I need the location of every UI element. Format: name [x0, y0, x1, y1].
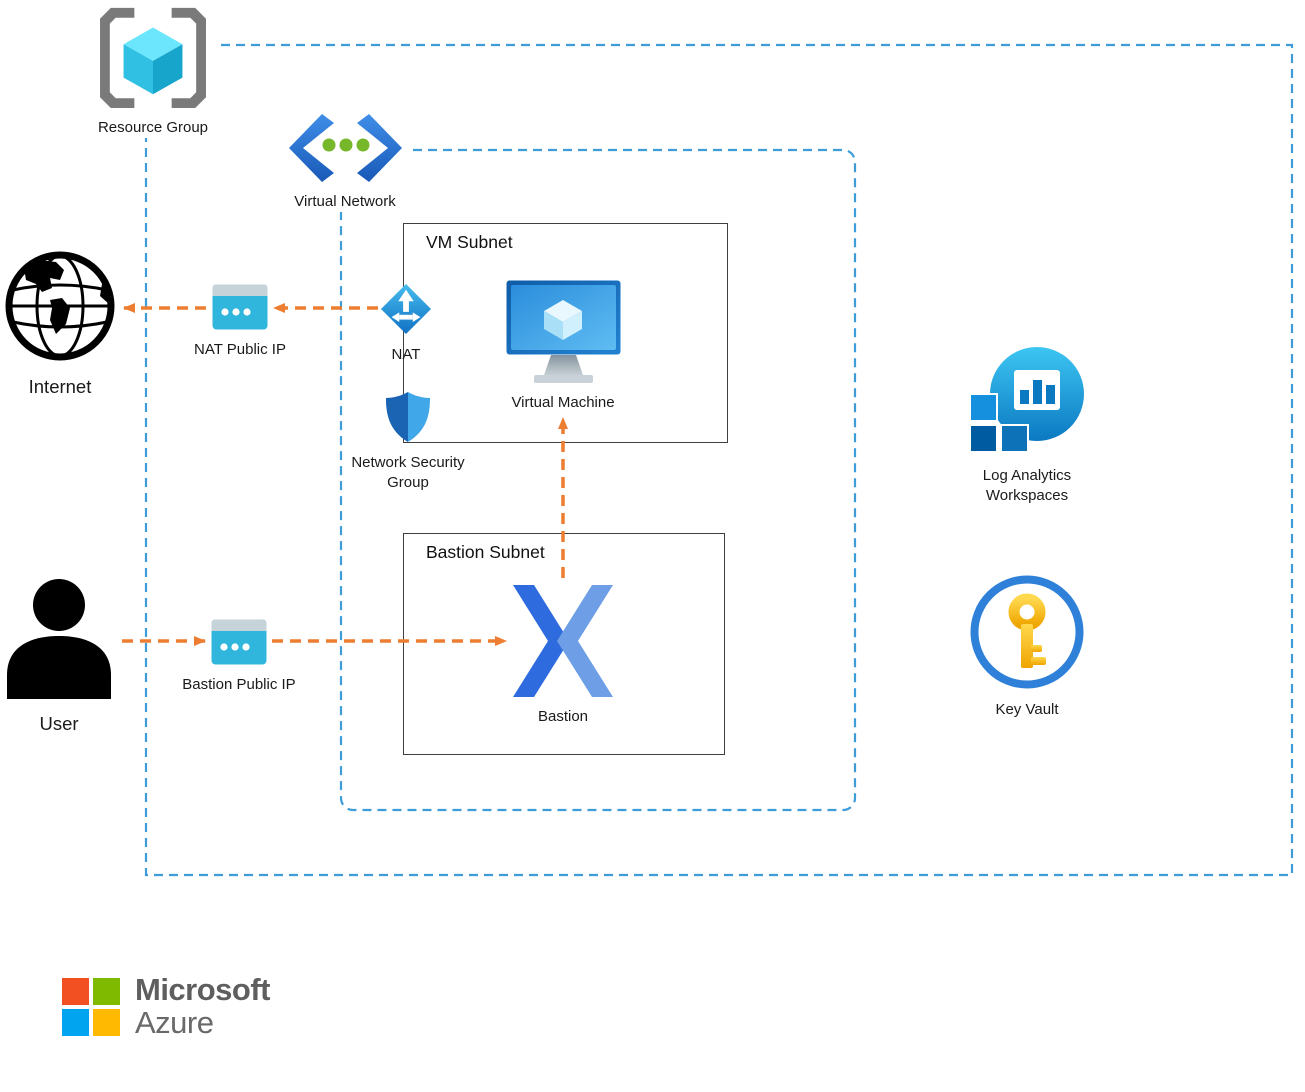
vm-subnet-label: VM Subnet	[426, 232, 513, 252]
node-label: Log Analytics Workspaces	[982, 467, 1072, 505]
node-label: NAT Public IP	[194, 341, 286, 358]
node-label: Resource Group	[97, 119, 209, 136]
virtual-network-icon	[288, 114, 402, 182]
microsoft-logo-icon	[62, 977, 120, 1036]
virtual-machine-icon	[506, 280, 620, 383]
logo-square-green	[93, 977, 120, 1005]
node-virtual-machine: Virtual Machine	[500, 280, 626, 413]
logo-product: Azure	[135, 1004, 214, 1040]
node-user: User	[3, 579, 115, 737]
shield-icon	[386, 392, 430, 442]
log-analytics-icon	[969, 347, 1084, 453]
node-label: NAT	[391, 346, 421, 363]
node-label: Network Security Group	[351, 454, 465, 492]
person-icon	[7, 579, 111, 699]
node-nat: NAT	[354, 283, 458, 365]
bastion-icon	[513, 585, 613, 697]
node-label: Bastion	[537, 708, 589, 725]
node-internet: Internet	[2, 250, 118, 400]
node-bastion: Bastion	[513, 585, 613, 727]
node-log-analytics-workspaces: Log Analytics Workspaces	[966, 344, 1088, 507]
logo-square-blue	[62, 1008, 89, 1036]
node-label: Internet	[28, 376, 92, 397]
node-network-security-group: Network Security Group	[340, 391, 476, 494]
logo-text: Microsoft Azure	[135, 972, 271, 1040]
key-vault-icon	[970, 575, 1084, 689]
nat-gateway-icon	[380, 283, 432, 335]
logo-brand: Microsoft	[135, 972, 271, 1007]
node-label: Key Vault	[995, 701, 1059, 718]
node-label: User	[39, 713, 79, 734]
microsoft-azure-logo: Microsoft Azure	[62, 972, 271, 1040]
node-label: Virtual Network	[294, 193, 396, 210]
public-ip-icon	[211, 619, 267, 665]
globe-icon	[5, 251, 115, 361]
public-ip-icon	[212, 284, 268, 330]
node-nat-public-ip: NAT Public IP	[182, 284, 298, 360]
node-virtual-network: Virtual Network	[283, 114, 407, 213]
node-label: Virtual Machine	[511, 394, 615, 411]
node-bastion-public-ip: Bastion Public IP	[168, 619, 310, 695]
logo-square-red	[62, 977, 89, 1005]
node-label: Bastion Public IP	[182, 676, 296, 693]
resource-group-icon	[100, 7, 206, 108]
node-key-vault: Key Vault	[969, 574, 1085, 720]
logo-square-yellow	[93, 1008, 120, 1036]
node-resource-group: Resource Group	[86, 4, 220, 139]
bastion-subnet-label: Bastion Subnet	[426, 542, 545, 562]
